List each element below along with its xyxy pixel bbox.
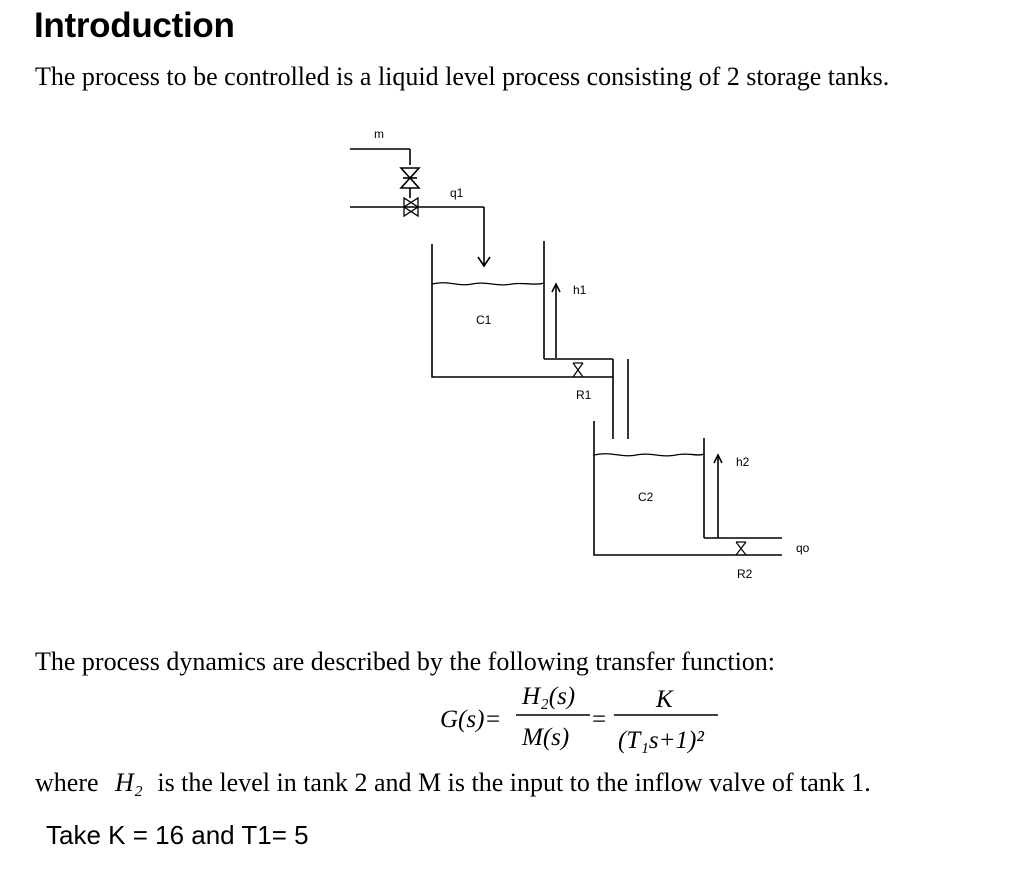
label-r1: R1 [576, 388, 592, 402]
r2-valve-icon [735, 541, 747, 556]
dynamics-paragraph: The process dynamics are described by th… [35, 647, 776, 676]
where-suffix: is the level in tank 2 and M is the inpu… [157, 768, 871, 797]
label-q1: q1 [450, 186, 464, 200]
equation-denominator-2: (T₁s+1)² [618, 727, 704, 754]
parameters-line: Take K = 16 and T1= 5 [46, 820, 309, 850]
equation-numerator-2: K [655, 686, 674, 713]
equation-lhs: G(s)= [440, 706, 501, 733]
tank2-wall [593, 421, 782, 556]
r1-valve-icon [572, 362, 584, 378]
tank1-wall [431, 244, 613, 378]
tank2-liquid-level [593, 453, 705, 457]
equation-equals-2: = [592, 706, 606, 733]
label-r2: R2 [737, 567, 753, 581]
label-qo: qo [796, 541, 810, 555]
label-c1: C1 [476, 313, 492, 327]
label-h1: h1 [573, 283, 587, 297]
where-paragraph: where H₂ is the level in tank 2 and M is… [35, 768, 871, 798]
where-symbol: H₂ [115, 768, 143, 797]
equation-numerator-1: H₂(s) [521, 683, 575, 710]
intro-paragraph: The process to be controlled is a liquid… [35, 62, 890, 91]
label-h2: h2 [736, 455, 750, 469]
section-heading: Introduction [34, 6, 235, 45]
where-prefix: where [35, 768, 99, 797]
equation-denominator-1: M(s) [521, 724, 569, 751]
control-valve-icon [399, 149, 421, 218]
label-c2: C2 [638, 490, 654, 504]
tank1-liquid-level [431, 282, 545, 286]
label-m: m [374, 127, 384, 141]
